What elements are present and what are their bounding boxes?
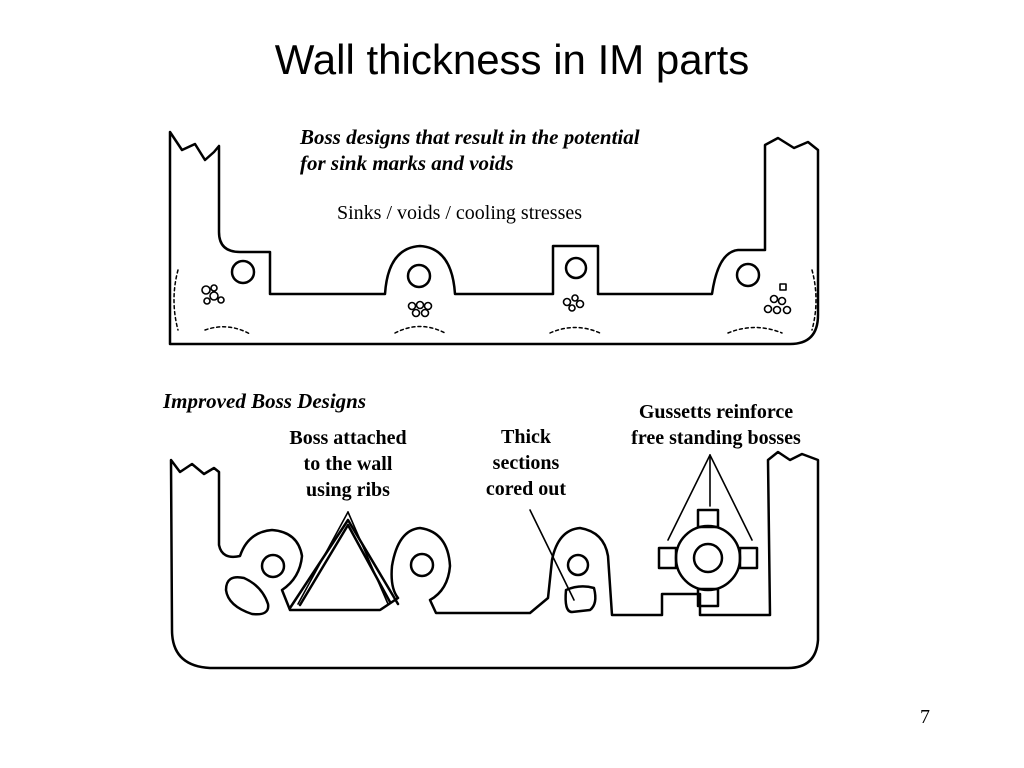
bottom-boss-hole-3 [566, 553, 590, 577]
void-cluster-2 [407, 300, 433, 318]
ribs-label-line3: using ribs [306, 479, 390, 501]
top-boss-hole-4 [735, 262, 761, 288]
ribs-label-line2: to the wall [304, 453, 393, 475]
sink-mark-3 [549, 326, 601, 334]
sink-mark-1 [204, 326, 251, 335]
top-boss-hole-2 [406, 263, 432, 289]
cored-label-line2: sections [493, 452, 560, 474]
top-boss-hole-1 [230, 259, 256, 285]
gusseted-boss [657, 508, 759, 608]
top-boss-hole-3 [564, 256, 588, 280]
void-cluster-1 [201, 284, 225, 305]
cored-label-line1: Thick [501, 426, 552, 448]
rib-inner [298, 523, 392, 607]
void-cluster-4 [763, 283, 792, 315]
slide-title: Wall thickness in IM parts [274, 36, 750, 83]
cored-out-pocket [564, 585, 597, 614]
gusset-leader-1 [667, 454, 711, 541]
page-number: 7 [920, 706, 930, 728]
bottom-boss-hole-1 [260, 553, 286, 579]
ribs-leader-right [347, 511, 389, 605]
bottom-left-pocket [224, 576, 270, 616]
gussets-label-line1: Gussetts reinforce [639, 401, 793, 423]
bottom-boss-hole-2 [409, 552, 435, 578]
bottom-heading: Improved Boss Designs [162, 389, 366, 413]
sink-mark-4 [727, 326, 783, 334]
void-cluster-3 [562, 294, 585, 312]
ribs-leader-left [297, 511, 349, 605]
bottom-part-outline [169, 450, 820, 670]
ribs-label-line1: Boss attached [289, 427, 406, 449]
top-caption-line2: for sink marks and voids [300, 151, 514, 175]
top-part-outline [168, 130, 820, 346]
gussets-label-line2: free standing bosses [631, 427, 801, 449]
top-caption-line1: Boss designs that result in the potentia… [299, 125, 640, 149]
gusset-leader-3 [709, 454, 753, 541]
cored-leader [529, 509, 575, 601]
top-right-shade-arc [811, 269, 817, 331]
top-left-shade-arc [173, 269, 179, 331]
sink-mark-2 [394, 325, 446, 334]
rib-triangle [288, 518, 400, 610]
top-sub-caption: Sinks / voids / cooling stresses [337, 202, 582, 224]
cored-label-line3: cored out [486, 478, 567, 500]
